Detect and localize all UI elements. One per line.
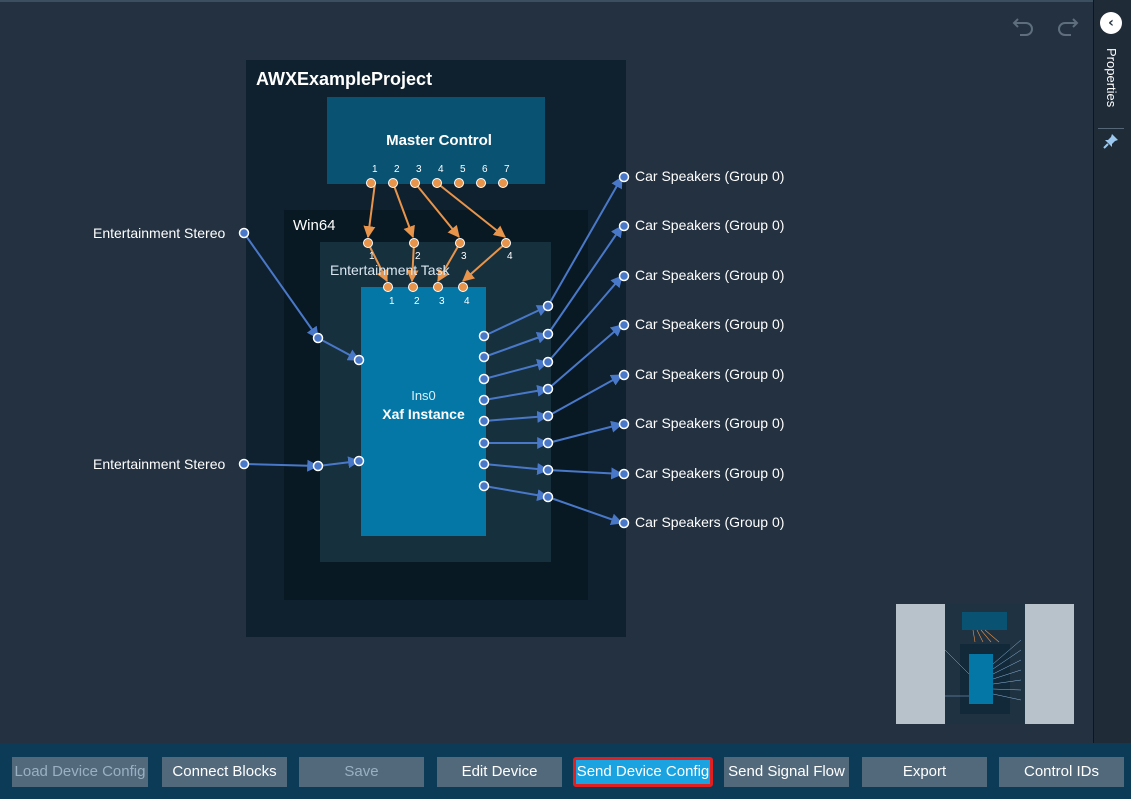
instance-pin-label: 4	[464, 296, 470, 307]
output-label[interactable]: Car Speakers (Group 0)	[635, 514, 785, 530]
output-wires	[483, 175, 624, 526]
instance-pin-label: 1	[389, 296, 395, 307]
output-label[interactable]: Car Speakers (Group 0)	[635, 316, 785, 332]
undo-icon[interactable]	[1009, 10, 1039, 40]
audio-pins	[238, 171, 630, 529]
send-device-config-button[interactable]: Send Device Config	[573, 757, 713, 787]
minimap-viewport	[945, 604, 1025, 724]
mid-pin-label: 1	[369, 251, 375, 262]
mid-pin-label: 4	[507, 251, 513, 262]
output-label[interactable]: Car Speakers (Group 0)	[635, 366, 785, 382]
save-button[interactable]: Save	[299, 757, 424, 787]
project-title: AWXExampleProject	[256, 69, 433, 89]
output-label[interactable]: Car Speakers (Group 0)	[635, 168, 785, 184]
device-label: Win64	[293, 217, 336, 234]
mc-pin-label: 3	[416, 164, 422, 175]
send-signal-flow-button[interactable]: Send Signal Flow	[724, 757, 849, 787]
input-wires	[243, 232, 361, 472]
properties-panel	[1093, 0, 1131, 743]
mc-pin-label: 5	[460, 164, 466, 175]
output-label[interactable]: Car Speakers (Group 0)	[635, 267, 785, 283]
control-wires	[363, 182, 507, 283]
mc-pin-label: 1	[372, 164, 378, 175]
task-label: Entertainment Task	[330, 262, 450, 278]
instance-pin-label: 3	[439, 296, 445, 307]
instance-type: Xaf Instance	[382, 406, 465, 422]
mc-pin-label: 6	[482, 164, 488, 175]
mc-pin-label: 7	[504, 164, 510, 175]
mid-control-pins	[363, 238, 511, 248]
output-label[interactable]: Car Speakers (Group 0)	[635, 465, 785, 481]
mc-pin-label: 2	[394, 164, 400, 175]
chevron-left-icon[interactable]: ‹	[1100, 12, 1122, 34]
load-device-config-button[interactable]: Load Device Config	[12, 757, 148, 787]
output-label[interactable]: Car Speakers (Group 0)	[635, 415, 785, 431]
top-border	[0, 0, 1131, 2]
export-button[interactable]: Export	[862, 757, 987, 787]
mc-pin-label: 4	[438, 164, 444, 175]
control-ids-button[interactable]: Control IDs	[999, 757, 1124, 787]
master-control-pins	[366, 178, 508, 188]
input-label[interactable]: Entertainment Stereo	[93, 456, 226, 472]
master-control-title: Master Control	[386, 132, 492, 149]
minimap[interactable]	[896, 604, 1074, 724]
mid-pin-label: 3	[461, 251, 467, 262]
edit-device-button[interactable]: Edit Device	[437, 757, 562, 787]
output-label[interactable]: Car Speakers (Group 0)	[635, 217, 785, 233]
instance-pin-label: 2	[414, 296, 420, 307]
signal-flow-diagram	[238, 60, 630, 637]
xaf-instance-block[interactable]	[361, 287, 486, 536]
instance-name: Ins0	[411, 388, 436, 403]
instance-control-pins	[383, 282, 468, 292]
connect-blocks-button[interactable]: Connect Blocks	[162, 757, 287, 787]
pin-icon[interactable]	[1098, 128, 1124, 153]
master-control-block[interactable]	[327, 97, 545, 184]
mid-pin-label: 2	[415, 251, 421, 262]
input-label[interactable]: Entertainment Stereo	[93, 225, 226, 241]
properties-tab[interactable]: Properties	[1104, 48, 1119, 108]
redo-icon[interactable]	[1052, 10, 1082, 40]
